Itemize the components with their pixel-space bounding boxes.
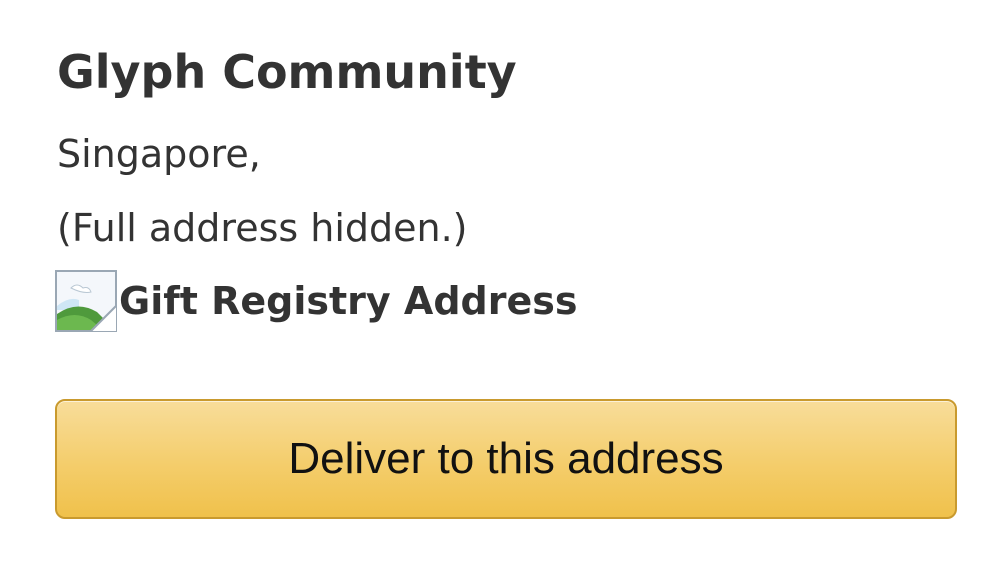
deliver-to-this-address-button[interactable]: Deliver to this address [55,399,957,519]
broken-image-icon [55,270,117,332]
address-city: Singapore, [57,132,261,176]
address-hidden-note: (Full address hidden.) [57,206,468,250]
deliver-button-label: Deliver to this address [288,434,724,483]
gift-registry-label: Gift Registry Address [119,279,578,323]
gift-registry-row: Gift Registry Address [55,270,578,332]
recipient-name: Glyph Community [57,45,517,99]
